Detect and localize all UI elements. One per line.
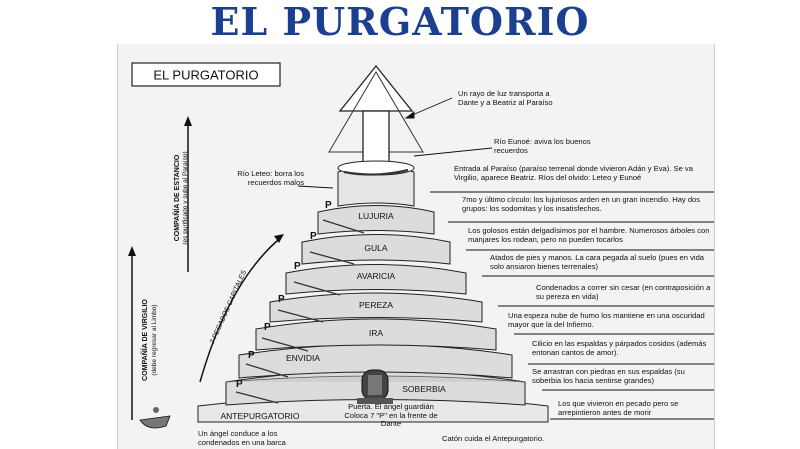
terrace-label-gula: GULA bbox=[364, 243, 387, 253]
note-lujuria: 7mo y último círculo: los lujuriosos ard… bbox=[462, 195, 701, 213]
p-mark-envidia: P bbox=[248, 350, 255, 361]
p-mark-lujuria: P bbox=[325, 200, 332, 211]
terrace-label-lujuria: LUJURIA bbox=[358, 211, 394, 221]
page-title: EL PURGATORIO bbox=[210, 0, 590, 44]
diagram-title-box bbox=[131, 62, 281, 87]
note-caton: Catón cuida el Antepurgatorio. bbox=[442, 434, 545, 443]
note-river-eunoe: Río Eunoé: aviva los buenos recuerdos bbox=[494, 137, 591, 155]
note-light-ray: Un rayo de luz transporta a Dante y a Be… bbox=[458, 89, 553, 107]
terrace-avaricia-shape bbox=[285, 264, 467, 295]
leader-lines bbox=[297, 97, 714, 420]
note-ira: Una espeza nube de humo los mantiene en … bbox=[508, 311, 705, 329]
boat-icon bbox=[139, 415, 171, 429]
terrace-label-pereza: PEREZA bbox=[359, 300, 393, 310]
note-antepurgatorio: Los que vivieron en pecado pero se arrep… bbox=[558, 399, 679, 417]
terrace-label-soberbia: SOBERBIA bbox=[402, 384, 446, 394]
note-avaricia: Atados de pies y manos. La cara pegada a… bbox=[490, 253, 705, 271]
terrace-pyramid bbox=[197, 160, 549, 423]
estancio-label: COMPAÑÍA DE ESTANCIO bbox=[172, 154, 181, 241]
virgilio-label: COMPAÑÍA DE VIRGILIO bbox=[140, 299, 149, 381]
terrace-label-ira: IRA bbox=[369, 328, 384, 338]
estancio-sublabel: (es purificado y sube al Paraíso) bbox=[182, 151, 189, 244]
p-mark-avaricia: P bbox=[294, 261, 301, 272]
river-lines bbox=[343, 168, 409, 176]
estancio-arrow-icon bbox=[184, 116, 192, 126]
sins-label: 7 PECADOS CAPITALES bbox=[209, 269, 248, 345]
note-boat-angel: Un ángel conduce a los condenados en una… bbox=[198, 429, 286, 447]
terrace-label-avaricia: AVARICIA bbox=[357, 271, 396, 281]
p-mark-ira: P bbox=[264, 322, 271, 333]
purgatory-diagram: EL PURGATORIO bbox=[117, 44, 715, 449]
virgilio-arrow-icon bbox=[128, 246, 136, 256]
terrace-pereza-shape bbox=[269, 292, 483, 323]
diagram-title: EL PURGATORIO bbox=[153, 68, 258, 83]
p-mark-gula: P bbox=[310, 231, 317, 242]
note-soberbia: Se arrastran con piedras en sus espaldas… bbox=[532, 367, 685, 385]
terrace-label-envidia: ENVIDIA bbox=[286, 353, 320, 363]
sins-arrow-icon bbox=[274, 234, 284, 243]
note-earthly-paradise: Entrada al Paraíso (paraíso terrenal don… bbox=[454, 164, 693, 182]
terrace-gula-shape bbox=[301, 234, 451, 265]
note-pereza: Condenados a correr sin cesar (en contra… bbox=[536, 283, 711, 301]
note-gate: Puerta. El ángel guardián Coloca 7 "P" e… bbox=[344, 402, 438, 429]
virgilio-sublabel: (debe regresar al Limbo) bbox=[151, 304, 158, 375]
note-envidia: Cilicio en las espaldas y párpados cosid… bbox=[532, 339, 707, 357]
p-mark-pereza: P bbox=[278, 294, 285, 305]
diagram-canvas: EL PURGATORIO bbox=[128, 62, 714, 429]
sins-curve bbox=[199, 239, 279, 383]
antepurgatorio-label: ANTEPURGATORIO bbox=[220, 411, 299, 421]
note-gula: Los golosos están delgadísimos por el ha… bbox=[468, 226, 710, 244]
angel-icon bbox=[153, 407, 159, 413]
note-river-leteo: Río Leteo: borra los recuerdos malos bbox=[237, 169, 304, 187]
arrow-shaft-shape bbox=[362, 110, 390, 164]
p-mark-soberbia: P bbox=[236, 379, 243, 390]
